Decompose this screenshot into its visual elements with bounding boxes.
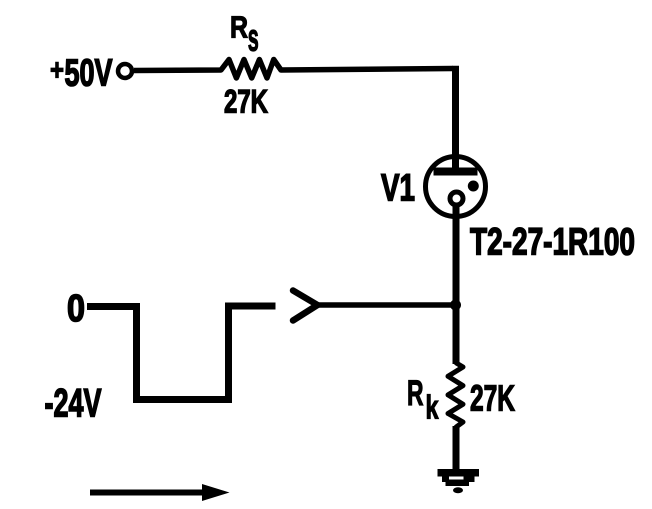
svg-text:T2-27-1R100: T2-27-1R100	[470, 222, 635, 264]
svg-text:27K: 27K	[470, 378, 515, 419]
svg-text:k: k	[426, 389, 439, 426]
svg-text:50V: 50V	[65, 53, 113, 95]
svg-text:+: +	[50, 54, 64, 87]
svg-text:s: s	[248, 18, 259, 60]
svg-text:0: 0	[67, 288, 85, 330]
svg-text:V1: V1	[381, 168, 415, 210]
svg-text:R: R	[407, 373, 424, 413]
svg-text:27K: 27K	[224, 84, 268, 120]
svg-text:-24V: -24V	[45, 382, 102, 426]
svg-text:R: R	[230, 10, 248, 45]
